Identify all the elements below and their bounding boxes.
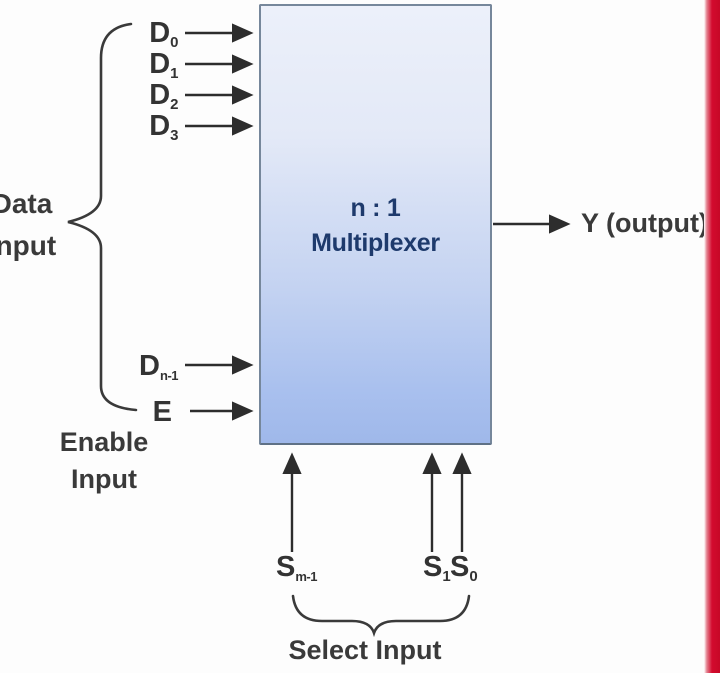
data-input-d3-label: D3 — [126, 110, 178, 147]
d0-subscript: 0 — [170, 34, 178, 51]
red-accent-bar — [704, 0, 720, 673]
select-group-brace — [291, 594, 471, 638]
d0-base: D — [149, 17, 171, 49]
s1-subscript: 1 — [442, 568, 451, 585]
enable-pin-label: E — [120, 396, 172, 428]
d1-base: D — [149, 48, 171, 80]
output-label: Y (output) — [581, 208, 708, 238]
d2-subscript: 2 — [170, 96, 178, 113]
enable-input-group-label: Enable Input — [36, 424, 172, 498]
multiplexer-box: n : 1 Multiplexer — [259, 4, 492, 445]
multiplexer-title-line2: Multiplexer — [311, 229, 440, 257]
enable-group-line2: Input — [71, 464, 137, 494]
data-group-brace — [67, 22, 138, 412]
d1-subscript: 1 — [170, 65, 178, 82]
sm1-base: S — [276, 551, 296, 583]
select-input-sm1-label: Sm-1 — [276, 551, 317, 588]
d3-subscript: 3 — [170, 127, 178, 144]
data-input-dn1-label: Dn-1 — [126, 350, 178, 387]
enable-base: E — [152, 396, 172, 428]
d3-base: D — [149, 110, 171, 142]
enable-group-line1: Enable — [59, 427, 149, 457]
data-input-d0-label: D0 — [126, 17, 178, 54]
data-input-d2-label: D2 — [126, 79, 178, 116]
data-group-line2: Input — [0, 230, 57, 261]
data-input-d1-label: D1 — [126, 48, 178, 85]
data-group-line1: Data — [0, 188, 53, 219]
select-input-s1-label: S1 — [423, 551, 451, 588]
dn1-subscript: n-1 — [160, 368, 179, 383]
select-input-s0-label: S0 — [450, 551, 478, 588]
s1-base: S — [423, 551, 443, 583]
s0-subscript: 0 — [469, 568, 478, 585]
d2-base: D — [149, 79, 171, 111]
sm1-subscript: m-1 — [295, 569, 317, 584]
dn1-base: D — [139, 350, 160, 382]
multiplexer-title: n : 1 Multiplexer — [261, 191, 490, 261]
data-input-group-label: Data Input — [0, 183, 60, 267]
multiplexer-title-line1: n : 1 — [350, 194, 401, 222]
s0-base: S — [450, 551, 470, 583]
select-input-group-label: Select Input — [288, 635, 442, 665]
